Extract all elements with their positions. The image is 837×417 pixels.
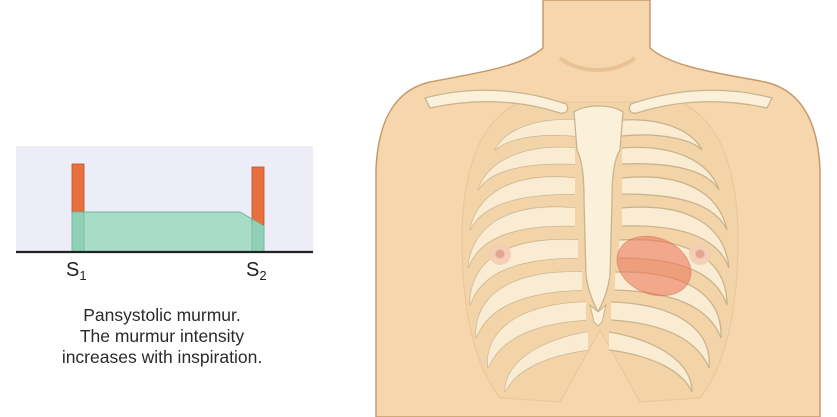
left-clavicle [424, 89, 569, 114]
s1-label: S1 [66, 259, 87, 283]
left-nipple [489, 243, 511, 265]
s2-label: S2 [246, 259, 267, 283]
caption-line-1: Pansystolic murmur. [83, 305, 241, 325]
s1-base [71, 211, 85, 253]
s1-label-main: S [66, 259, 79, 281]
phonocardiogram: S1 S2 [16, 146, 313, 283]
s1-label-sub: 1 [79, 268, 86, 283]
right-clavicle [628, 89, 773, 114]
s2-heart-sound-bar [251, 166, 265, 226]
pansystolic-murmur-shape [71, 211, 265, 253]
murmur-caption: Pansystolic murmur. The murmur intensity… [14, 305, 310, 368]
caption-line-2: The murmur intensity [79, 326, 245, 346]
caption-line-3: increases with inspiration. [61, 347, 263, 367]
neck-shadow [558, 56, 637, 72]
chest-illustration [375, 0, 821, 417]
s1-heart-sound-bar [71, 163, 85, 213]
s2-label-sub: 2 [259, 268, 266, 283]
right-nipple [689, 243, 711, 265]
sternum [573, 105, 624, 314]
auscultation-area-highlight [616, 235, 692, 297]
xiphoid-process [589, 303, 607, 327]
s2-label-main: S [246, 259, 259, 281]
